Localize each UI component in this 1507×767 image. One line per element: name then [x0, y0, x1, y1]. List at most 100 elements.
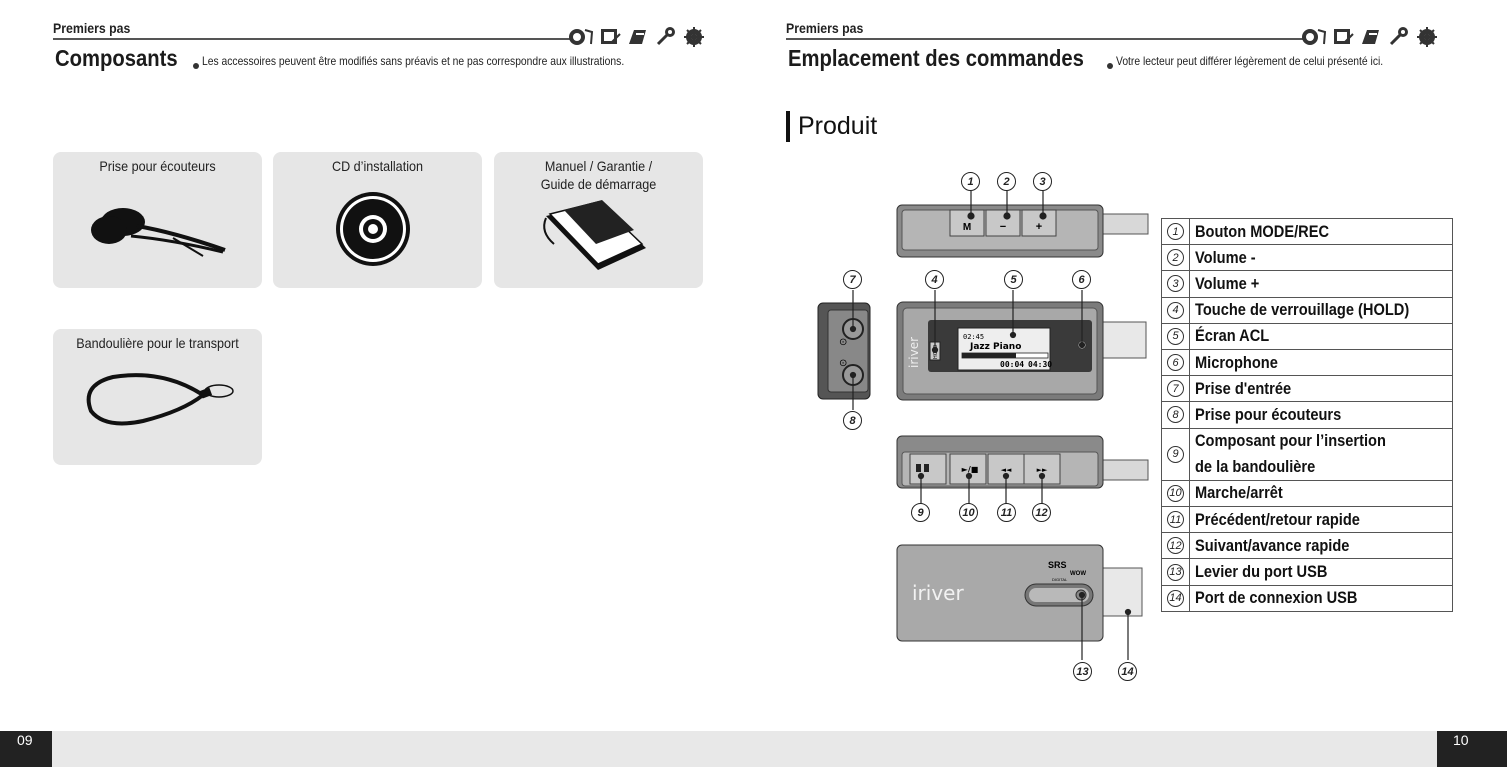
note-right: Votre lecteur peut différer légèrement d… [1116, 54, 1384, 68]
category-icons-left [568, 26, 708, 48]
device-side-view: ⊙ ⊙ [817, 302, 871, 400]
prev-label: ◄◄ [1001, 466, 1012, 474]
digital-label: DIGITAL [1052, 577, 1068, 582]
controls-legend: 1 Bouton MODE/REC 2 Volume - 3 Volume + … [1161, 218, 1453, 612]
legend-row: 7 Prise d'entrée [1162, 376, 1452, 403]
legend-row: 4 Touche de verrouillage (HOLD) [1162, 297, 1452, 324]
legend-label: Prise d'entrée [1195, 378, 1292, 398]
legend-label: Marche/arrêt [1195, 483, 1283, 503]
next-label: ►► [1037, 466, 1048, 474]
file-transfer-icon [629, 30, 646, 44]
play-pause-label: ►/■ [962, 465, 979, 474]
legend-row: 14 Port de connexion USB [1162, 585, 1452, 612]
page-number-left: 09 [0, 731, 52, 767]
subheading-bar [786, 111, 790, 142]
legend-num: 9 [1167, 445, 1184, 463]
svg-text:⊙: ⊙ [839, 358, 847, 369]
legend-label: Bouton MODE/REC [1195, 221, 1330, 241]
screen-total: 04:30 [1028, 360, 1052, 369]
document-icon [601, 29, 621, 44]
legend-num: 12 [1167, 537, 1184, 555]
legend-num: 13 [1167, 563, 1184, 581]
tools-icon [656, 27, 675, 46]
legend-label: Touche de verrouillage (HOLD) [1195, 300, 1410, 320]
subheading-produit: Produit [798, 112, 878, 140]
wow-label: WOW [1070, 571, 1086, 577]
music-icon [569, 29, 594, 45]
callout-10: 10 [959, 503, 978, 522]
legend-num: 1 [1167, 223, 1184, 241]
button-m-label: M [963, 222, 971, 233]
callout-8: 8 [843, 411, 862, 430]
callout-14: 14 [1118, 662, 1137, 681]
legend-num: 7 [1167, 380, 1184, 398]
note-left: Les accessoires peuvent être modifiés sa… [202, 54, 625, 68]
srs-label: SRS [1048, 560, 1067, 570]
card-label-manual-line2: Guide de démarrage [540, 176, 657, 192]
callout-6: 6 [1072, 270, 1091, 289]
device-diagram: M − + ⊙ ⊙ 02:45 Jazz Piano 00:04 04:30 H… [817, 191, 1149, 660]
callout-4: 4 [925, 270, 944, 289]
callout-12: 12 [1032, 503, 1051, 522]
card-lanyard: Bandoulière pour le transport [53, 329, 262, 465]
callout-3: 3 [1033, 172, 1052, 191]
legend-num: 2 [1167, 249, 1184, 267]
legend-row: 11 Précédent/retour rapide [1162, 507, 1452, 534]
screen-track: Jazz Piano [969, 342, 1021, 352]
file-transfer-icon [1362, 30, 1379, 44]
card-label-manual-line1: Manuel / Garantie / [544, 158, 653, 174]
page-title-left: Composants [55, 45, 178, 71]
legend-num: 11 [1167, 511, 1184, 529]
legend-label: Levier du port USB [1195, 562, 1328, 582]
page-title-right: Emplacement des commandes [788, 45, 1084, 71]
header-rule-right [786, 38, 1306, 40]
legend-row: 8 Prise pour écouteurs [1162, 402, 1452, 429]
device-bottom-view [896, 435, 1149, 489]
card-manual: Manuel / Garantie / Guide de démarrage [494, 152, 703, 288]
legend-label: Suivant/avance rapide [1195, 535, 1350, 555]
device-back-view [896, 544, 1143, 642]
note-bullet-right [1107, 63, 1113, 69]
legend-row: 9 Composant pour l’insertion de la bando… [1162, 428, 1452, 481]
cd-icon [336, 192, 410, 266]
legend-row: 1 Bouton MODE/REC [1162, 219, 1452, 246]
legend-label: Précédent/retour rapide [1195, 509, 1360, 529]
legend-num: 5 [1167, 327, 1184, 345]
legend-row: 13 Levier du port USB [1162, 559, 1452, 586]
front-brand: iriver [907, 337, 921, 368]
legend-label: Prise pour écouteurs [1195, 404, 1342, 424]
category-icons-right [1301, 26, 1441, 48]
callout-9: 9 [911, 503, 930, 522]
card-label-lanyard: Bandoulière pour le transport [76, 335, 239, 351]
manual-icon [543, 200, 646, 270]
note-bullet-left [193, 63, 199, 69]
legend-row: 12 Suivant/avance rapide [1162, 533, 1452, 560]
svg-text:⊙: ⊙ [839, 337, 847, 348]
card-label-cd: CD d’installation [331, 158, 424, 174]
legend-num: 14 [1167, 589, 1184, 607]
card-label-earphones: Prise pour écouteurs [99, 158, 216, 174]
callout-11: 11 [997, 503, 1016, 522]
earphones-icon [91, 208, 226, 257]
legend-label: Port de connexion USB [1195, 588, 1358, 608]
legend-num: 10 [1167, 484, 1184, 502]
legend-row: 3 Volume + [1162, 271, 1452, 298]
tools-icon [1389, 27, 1408, 46]
section-label-left: Premiers pas [53, 20, 131, 36]
document-icon [1334, 29, 1354, 44]
callout-1: 1 [961, 172, 980, 191]
page-number-right: 10 [1437, 731, 1507, 767]
back-brand: iriver [912, 581, 964, 605]
header-rule-left [53, 38, 573, 40]
legend-row: 5 Écran ACL [1162, 323, 1452, 350]
callout-13: 13 [1073, 662, 1092, 681]
legend-num: 3 [1167, 275, 1184, 293]
callout-5: 5 [1004, 270, 1023, 289]
button-minus-label: − [1000, 221, 1006, 233]
music-icon [1302, 29, 1327, 45]
legend-label: Microphone [1195, 352, 1278, 372]
legend-label: Volume + [1195, 273, 1260, 293]
card-cd: CD d’installation [273, 152, 482, 288]
lanyard-icon [86, 373, 234, 426]
callout-7: 7 [843, 270, 862, 289]
